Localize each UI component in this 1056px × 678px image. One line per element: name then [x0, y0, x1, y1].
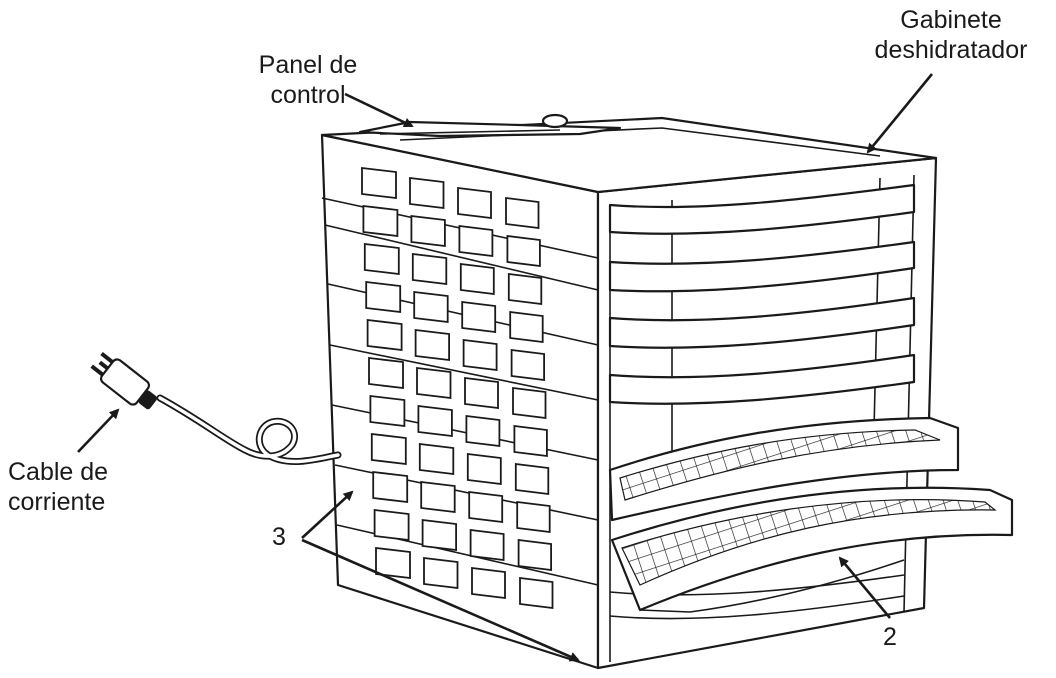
tray-arrow: [838, 556, 891, 619]
foot-arrow-right: [301, 538, 580, 662]
label-panel-line1: Panel de: [258, 51, 358, 79]
vent-window: [465, 414, 501, 448]
label-number-3: 3: [272, 523, 286, 551]
label-number-2: 2: [883, 623, 897, 651]
pulled-out-tray-upper: [608, 416, 960, 522]
vent-window: [414, 328, 451, 362]
vent-window: [471, 566, 506, 600]
vent-window: [469, 528, 505, 562]
label-cabinet-line2: deshidratador: [874, 36, 1028, 64]
vent-window: [464, 376, 499, 410]
power-cord: [156, 394, 342, 465]
vent-window: [370, 432, 407, 466]
vent-window: [421, 518, 458, 552]
vent-window: [365, 280, 402, 314]
pulled-out-tray-lower: [610, 486, 1014, 613]
vent-window: [457, 186, 492, 220]
vent-window: [517, 538, 552, 572]
vent-window: [513, 424, 548, 458]
vent-window: [372, 470, 409, 504]
side-vents: [361, 166, 554, 610]
vent-window: [418, 442, 455, 476]
vent-window: [516, 500, 551, 534]
label-cable-line2: corriente: [8, 488, 106, 516]
vent-window: [369, 394, 406, 428]
vent-window: [461, 300, 497, 334]
leader-arrows: [77, 73, 934, 662]
vent-window: [507, 272, 543, 306]
power-plug: [90, 351, 158, 410]
vent-window: [411, 252, 448, 286]
vent-window: [373, 508, 410, 542]
vent-window: [409, 176, 445, 210]
vent-window: [462, 338, 498, 372]
vent-window: [458, 224, 494, 258]
vent-window: [509, 310, 544, 344]
label-gabinete-deshidratador: Gabinete deshidratador: [856, 5, 1046, 65]
vent-window: [505, 196, 540, 230]
vent-window: [420, 480, 456, 514]
vent-window: [417, 404, 453, 438]
vent-window: [368, 356, 404, 390]
label-cable-de-corriente: Cable de corriente: [8, 457, 148, 517]
vent-window: [423, 556, 459, 590]
vent-window: [413, 290, 449, 324]
vent-window: [519, 576, 554, 610]
vent-window: [514, 462, 550, 496]
vent-window: [512, 386, 547, 420]
vent-window: [506, 234, 541, 268]
vent-window: [361, 166, 397, 200]
vent-window: [363, 242, 400, 276]
vent-window: [410, 214, 446, 248]
vent-window: [468, 490, 504, 524]
label-cabinet-line1: Gabinete: [900, 6, 1002, 34]
vent-window: [362, 204, 399, 238]
vent-window: [466, 452, 502, 486]
label-panel-line2: control: [270, 81, 346, 109]
cable-arrow: [77, 408, 120, 453]
foot-arrow-left: [301, 490, 354, 539]
vent-window: [510, 348, 545, 382]
vent-window: [459, 262, 495, 296]
cabinet-arrow: [866, 73, 934, 154]
label-cable-line1: Cable de: [8, 458, 109, 486]
panel-arrow: [344, 92, 414, 128]
tray-fronts: [608, 183, 916, 620]
vent-window: [416, 366, 452, 400]
label-panel-de-control: Panel de control: [248, 50, 368, 110]
vent-window: [375, 546, 411, 580]
vent-window: [366, 318, 403, 352]
